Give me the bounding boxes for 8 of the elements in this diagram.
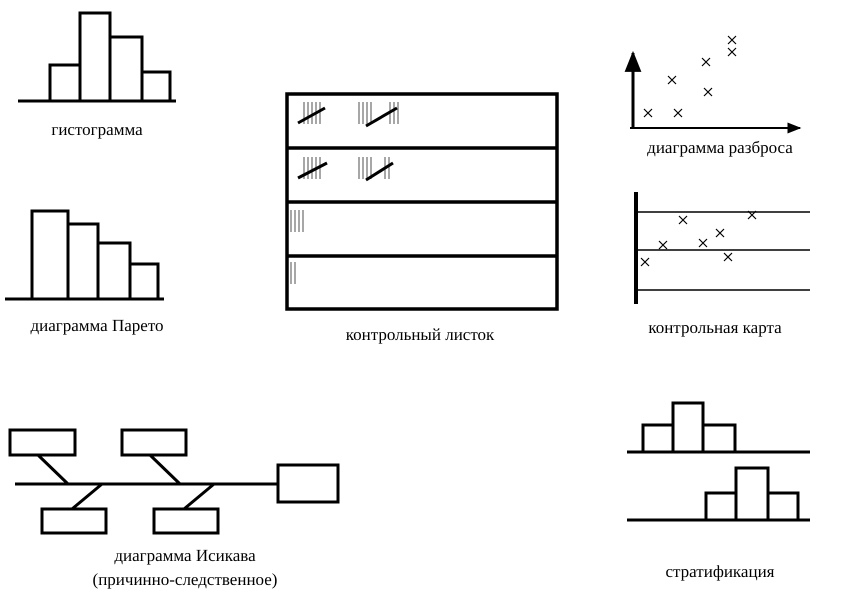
chart-caption: гистограмма xyxy=(51,120,143,140)
chart-subcaption: (причинно-следственное) xyxy=(92,570,278,590)
chart-caption: диаграмма Исикава xyxy=(114,546,256,566)
chart-caption: диаграмма Парето xyxy=(30,316,164,336)
chart-caption: стратификация xyxy=(666,562,774,582)
chart-caption: контрольная карта xyxy=(648,318,782,338)
chart-caption: контрольный листок xyxy=(346,325,494,345)
chart-caption: диаграмма разброса xyxy=(647,138,793,158)
